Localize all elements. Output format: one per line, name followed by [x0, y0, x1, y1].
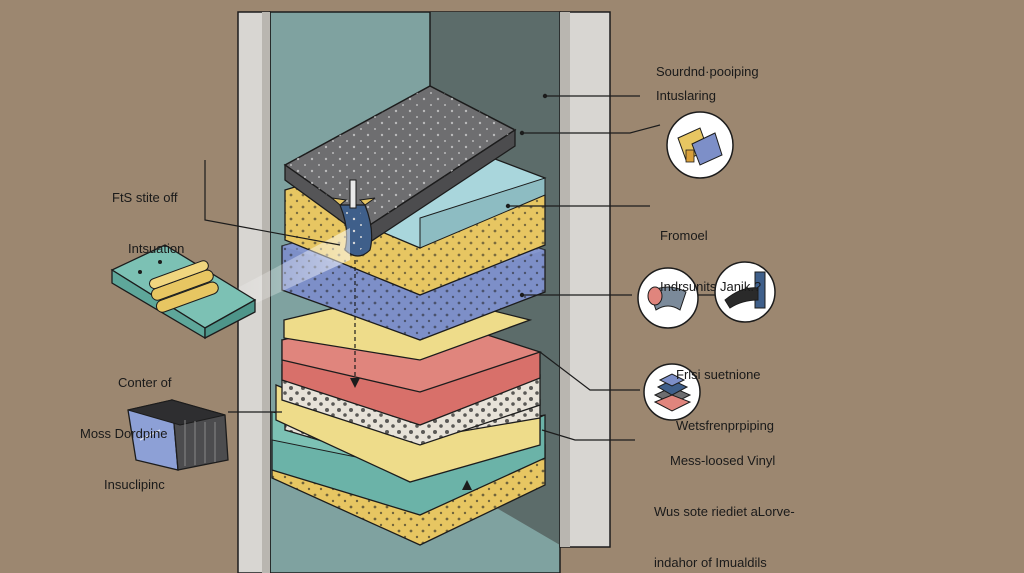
leader-lines [204, 95, 661, 441]
label-foam-block: Fromoel Indrsunits Janik.? [660, 193, 761, 312]
right-wall-stud [559, 11, 611, 548]
label-mlv-line3: indahor of Imualdils [654, 555, 767, 570]
foam-tube-icon [666, 111, 734, 179]
rolled-insulation-block-icon [110, 244, 257, 340]
arrow-head-icon [462, 480, 472, 490]
label-mlv-block: Mess-loosed Vinyl Wus sote riediet aLorv… [654, 418, 795, 573]
label-center-block: Conter of Moss Dordpine Insuclipinc [80, 340, 171, 510]
bracket-icon [714, 261, 776, 323]
label-center-line3: Insuclipinc [104, 477, 165, 492]
label-fals-sub: Wetsfrenprpiping [676, 418, 775, 433]
label-foam-sub: Indrsunits Janik.? [660, 279, 762, 294]
label-soundproofing: Sourdnd·pooiping [656, 64, 759, 79]
label-fls-sub: Intsuation [128, 241, 185, 256]
vinyl-stack-icon [643, 363, 701, 421]
label-foam-title: Fromoel [660, 228, 708, 243]
label-mlv-title: Mess-loosed Vinyl [670, 453, 776, 468]
pipe-insulation-icon [637, 267, 699, 329]
label-center-line2: Moss Dordpine [80, 426, 168, 441]
concrete-top-layer [283, 85, 517, 244]
label-fls-title: FtS stite off [112, 190, 178, 205]
label-center-title: Conter of [118, 375, 172, 390]
label-fls-block: FtS stite off Intsuation [112, 155, 184, 274]
label-fals-block: Frlsi suetnione Wetsfrenprpiping [676, 332, 774, 451]
acoustic-panel-icon [127, 399, 229, 471]
label-mlv-line2: Wus sote riediet aLorve- [654, 504, 795, 519]
label-fals-title: Frlsi suetnione [676, 367, 761, 382]
label-insulating: Intuslaring [656, 88, 716, 103]
